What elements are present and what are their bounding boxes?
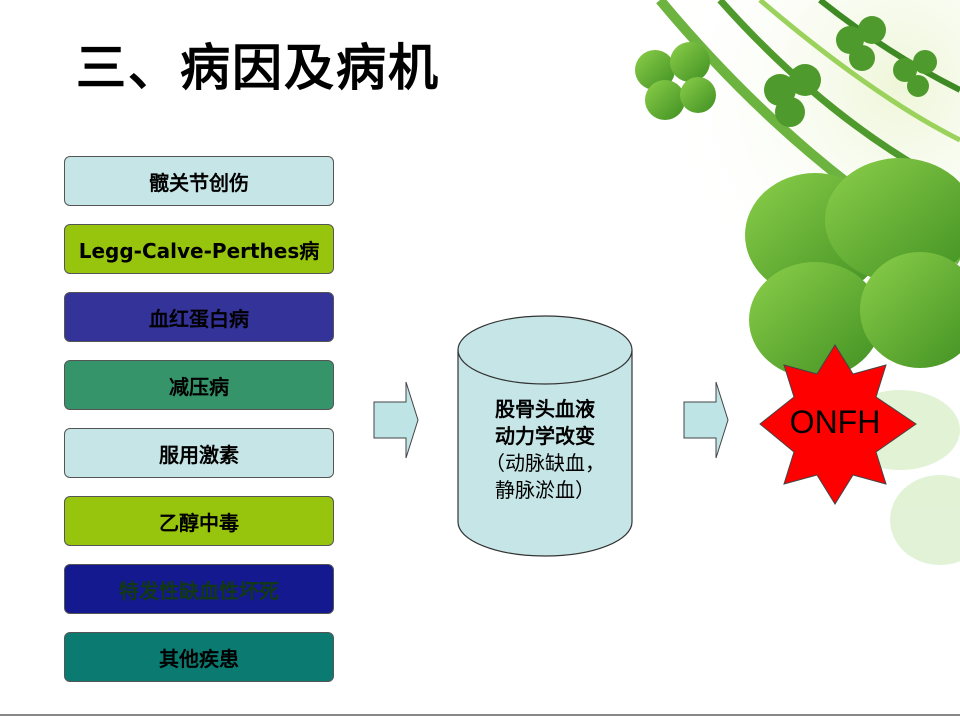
cause-box-perthes: Legg-Calve-Perthes病 — [64, 224, 334, 274]
mechanism-line-4: 静脉淤血） — [495, 478, 595, 502]
cause-label: 服用激素 — [159, 442, 239, 467]
mechanism-line-3: （动脉缺血， — [485, 451, 605, 475]
cause-label: 其他疾患 — [159, 646, 239, 671]
cause-box-other: 其他疾患 — [64, 632, 334, 682]
cause-box-hip-trauma: 髋关节创伤 — [64, 156, 334, 206]
result-onfh-label: ONFH — [789, 404, 881, 440]
cause-label: 髋关节创伤 — [149, 170, 249, 195]
cause-box-alcohol: 乙醇中毒 — [64, 496, 334, 546]
mechanism-line-1: 股骨头血液 — [495, 397, 595, 421]
cause-label: Legg-Calve-Perthes病 — [78, 238, 320, 263]
cause-box-decompression: 减压病 — [64, 360, 334, 410]
mechanism-line-2: 动力学改变 — [495, 424, 595, 448]
cause-label: 减压病 — [169, 374, 229, 399]
cause-box-idiopathic: 特发性缺血性坏死 — [64, 564, 334, 614]
bottom-divider — [0, 714, 960, 716]
cause-label: 乙醇中毒 — [159, 510, 239, 535]
mechanism-cylinder-text: 股骨头血液 动力学改变 （动脉缺血， 静脉淤血） — [458, 396, 632, 504]
cause-box-hemoglobin: 血红蛋白病 — [64, 292, 334, 342]
cause-box-steroids: 服用激素 — [64, 428, 334, 478]
cause-label: 血红蛋白病 — [149, 306, 249, 331]
cause-label: 特发性缺血性坏死 — [119, 578, 279, 603]
page-title: 三、病因及病机 — [76, 39, 440, 97]
